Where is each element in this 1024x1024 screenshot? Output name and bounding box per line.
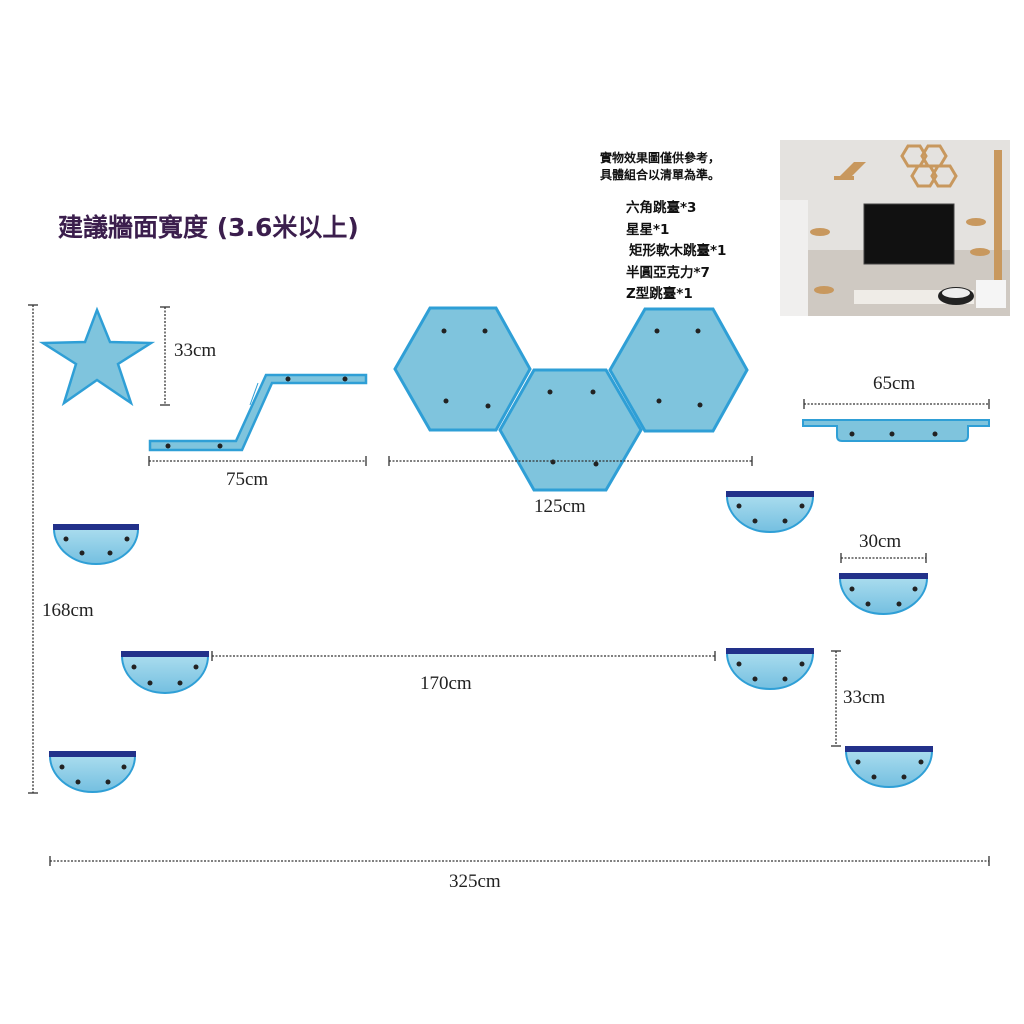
z-shelf-dot	[342, 376, 348, 382]
hexagon-dot	[593, 461, 599, 467]
hexagon-dot	[482, 328, 488, 334]
parts-list: 六角跳臺*3 星星*1 矩形軟木跳臺*1 半圓亞克力*7 Z型跳臺*1	[626, 198, 726, 306]
hexagon-dot	[656, 398, 662, 404]
parts-item: 矩形軟木跳臺*1	[629, 243, 727, 259]
disclaimer-line: 具體組合以清單為準。	[600, 168, 721, 182]
semicircle-shelf-3	[48, 751, 137, 793]
dim-label-spacing: 170cm	[420, 673, 472, 694]
hexagon-dot	[441, 328, 447, 334]
parts-item: 星星*1	[626, 221, 670, 238]
hexagon-dot	[697, 402, 703, 408]
semicircle-shelf-6	[725, 648, 815, 690]
rect-shelf-dot	[932, 431, 938, 437]
page-title: 建議牆面寬度 (3.6米以上)	[58, 213, 359, 242]
z-shelf-dot	[217, 443, 223, 449]
rect-shelf-dot	[889, 431, 895, 437]
hexagon-dot	[590, 389, 596, 395]
semicircle-shelf-5	[838, 573, 929, 615]
hexagon-dot	[443, 398, 449, 404]
semicircle-shelf-4	[725, 491, 815, 533]
semicircle-shelf-1	[52, 524, 140, 565]
hexagon-right	[608, 307, 749, 433]
z-shelf	[148, 373, 368, 452]
z-shelf-seam	[249, 382, 259, 406]
hexagon-dot	[547, 389, 553, 395]
disclaimer-line: 實物效果圖僅供參考，	[600, 151, 721, 165]
parts-item: Z型跳臺*1	[626, 286, 693, 302]
rect-shelf-dot	[849, 431, 855, 437]
dim-label-hex-width: 125cm	[534, 496, 586, 517]
reference-photo	[780, 140, 1010, 316]
star-shelf	[38, 306, 156, 407]
dim-label-semi-width: 30cm	[859, 531, 902, 552]
dim-label-total-width: 325cm	[449, 871, 501, 892]
rect-shelf	[802, 419, 990, 442]
dimension-lines	[28, 304, 990, 866]
dim-label-rect-width: 65cm	[873, 373, 916, 394]
dim-label-star-height: 33cm	[174, 340, 217, 361]
dim-label-z-width: 75cm	[226, 469, 269, 490]
dim-label-semi-spacing: 33cm	[843, 687, 886, 708]
semicircle-shelf-7	[844, 746, 934, 788]
hexagon-dot	[695, 328, 701, 334]
parts-item: 半圓亞克力*7	[626, 264, 710, 281]
hexagon-dot	[550, 459, 556, 465]
hexagon-dot	[654, 328, 660, 334]
disclaimer-note: 實物效果圖僅供參考， 具體組合以清單為準。	[600, 150, 720, 184]
semicircle-shelf-2	[120, 651, 210, 694]
parts-item: 六角跳臺*3	[626, 200, 697, 216]
z-shelf-dot	[285, 376, 291, 382]
hexagon-left	[393, 306, 532, 432]
z-shelf-dot	[165, 443, 171, 449]
hexagon-middle	[498, 368, 643, 492]
hexagon-dot	[485, 403, 491, 409]
dim-label-total-height: 168cm	[42, 600, 94, 621]
